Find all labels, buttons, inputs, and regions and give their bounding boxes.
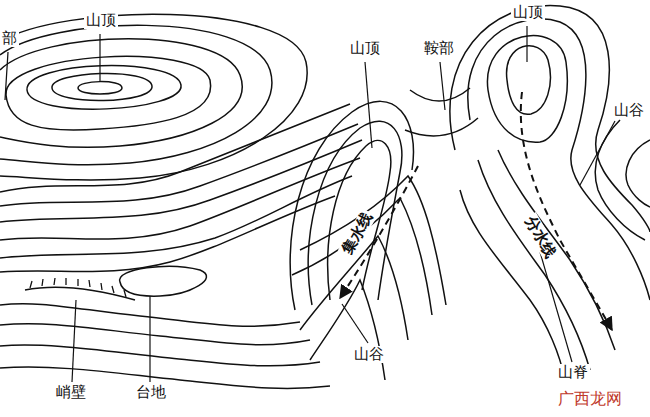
landform-label: 峭壁 — [54, 384, 88, 401]
landform-label: 山顶 — [348, 40, 382, 57]
landform-label: 部 — [0, 30, 19, 47]
landform-label: 鞍部 — [422, 40, 456, 57]
landform-label: 山谷 — [352, 346, 386, 363]
landform-label: 山顶 — [84, 12, 118, 29]
watershed-lines — [340, 92, 612, 330]
landform-label: 山顶 — [511, 4, 545, 21]
landform-label: 台地 — [134, 384, 168, 401]
landform-label: 广西龙网 — [556, 390, 624, 408]
contour-lines — [0, 6, 650, 389]
landform-label: 山脊 — [556, 364, 590, 381]
landform-label: 山谷 — [612, 102, 646, 119]
leader-lines — [5, 26, 615, 382]
